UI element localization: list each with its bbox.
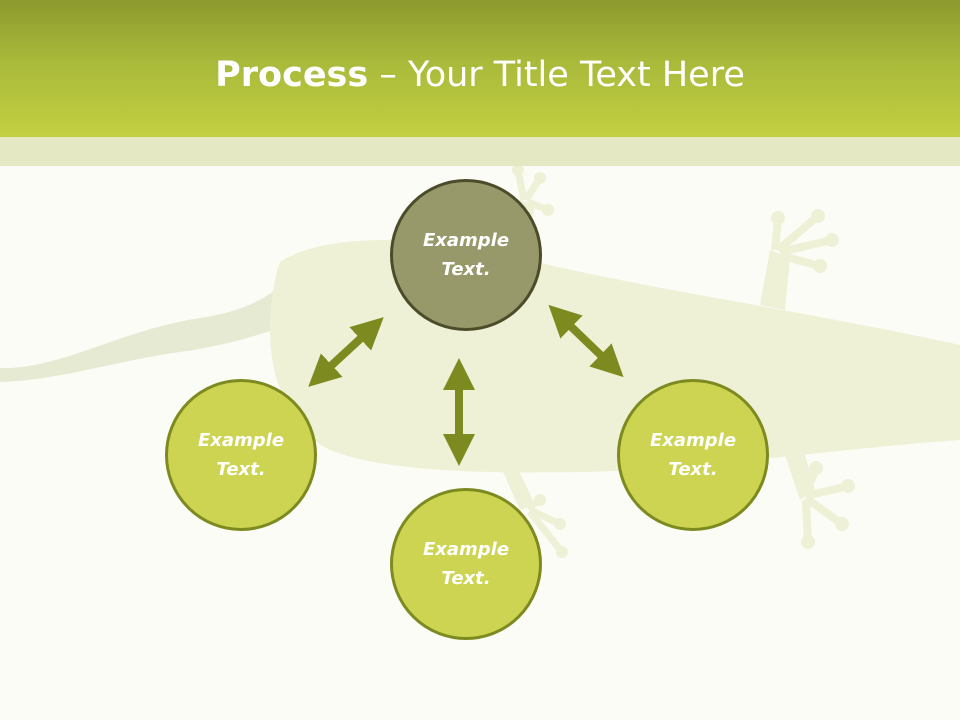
- node-left-line2: Text.: [216, 459, 266, 480]
- node-top-line2: Text.: [441, 259, 491, 280]
- node-left-label: Example Text.: [186, 426, 296, 484]
- node-bottom-label: Example Text.: [411, 535, 521, 593]
- node-left-line1: Example: [197, 430, 285, 451]
- title-bold: Process: [215, 55, 369, 95]
- node-right-line1: Example: [649, 430, 737, 451]
- arrow-top-right: [548, 304, 624, 378]
- page-title: Process – Your Title Text Here: [0, 52, 960, 98]
- title-rest: – Your Title Text Here: [368, 55, 745, 95]
- node-right-label: Example Text.: [638, 426, 748, 484]
- node-bottom: Example Text.: [390, 488, 542, 640]
- header-band: [0, 137, 960, 166]
- arrow-top-left: [308, 317, 384, 387]
- node-top-line1: Example: [422, 230, 510, 251]
- node-left: Example Text.: [165, 379, 317, 531]
- node-right: Example Text.: [617, 379, 769, 531]
- node-bottom-line2: Text.: [441, 568, 491, 589]
- node-top-label: Example Text.: [411, 226, 521, 284]
- header-bar: [0, 0, 960, 137]
- node-right-line2: Text.: [668, 459, 718, 480]
- node-top: Example Text.: [390, 179, 542, 331]
- node-bottom-line1: Example: [422, 539, 510, 560]
